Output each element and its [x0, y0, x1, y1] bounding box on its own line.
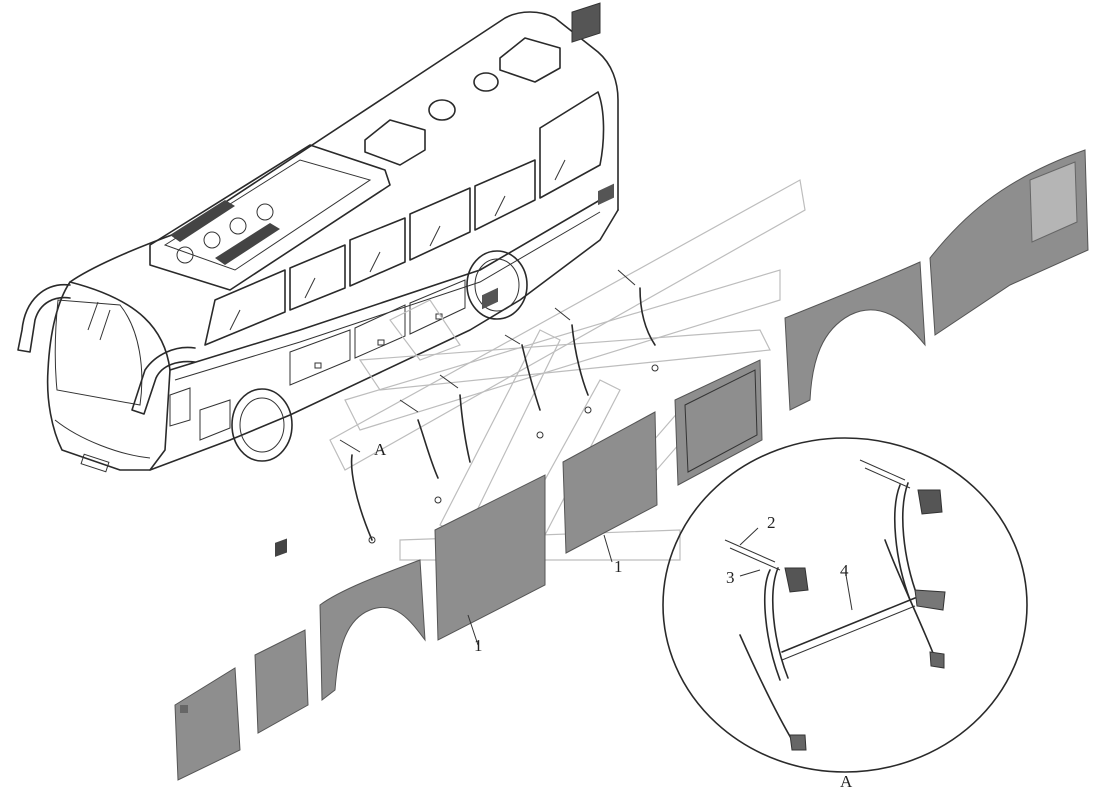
roof-ac-unit: [149, 144, 391, 291]
detail-crossbar: [781, 597, 916, 653]
bus-windows: [204, 91, 605, 346]
skirt-panel-wheel-arch-rear: [784, 261, 926, 411]
callout-part-4: 4: [840, 561, 849, 580]
skirt-rear-grille: [1029, 161, 1078, 243]
callout-part-3: 3: [726, 568, 735, 587]
skirt-panel-1: [174, 667, 241, 781]
callout-part-2: 2: [767, 513, 776, 532]
callout-part-1-lower: 1: [474, 636, 483, 655]
roof-hatches: [364, 37, 561, 166]
skirt-panel-4: [562, 411, 658, 554]
bus-side-lower: [149, 209, 619, 471]
detail-title: A: [840, 772, 853, 791]
bus-mirrors: [17, 283, 196, 415]
callout-detail-ref: A: [374, 440, 387, 459]
skirt-panel-5: [674, 359, 763, 486]
callout-part-1-upper: 1: [614, 557, 623, 576]
bus-roof: [69, 11, 619, 283]
bus-front: [46, 281, 171, 471]
bus-luggage-doors: [199, 279, 466, 441]
detail-circle: [662, 437, 1028, 773]
bus-wheels: [231, 250, 528, 462]
bus-belt-line: [169, 199, 601, 371]
skirt-panel-wheel-arch-front: [319, 559, 426, 701]
detail-view-a: [662, 437, 1028, 773]
rear-grille: [571, 2, 601, 43]
exploded-brackets: [339, 269, 659, 544]
bus-illustration: [17, 2, 619, 473]
skirt-panel-2: [254, 629, 309, 734]
callouts: A 1 1 2 3 4 A: [374, 440, 853, 791]
skirt-panel-3: [434, 474, 546, 641]
side-skirt-panels: [174, 149, 1089, 781]
